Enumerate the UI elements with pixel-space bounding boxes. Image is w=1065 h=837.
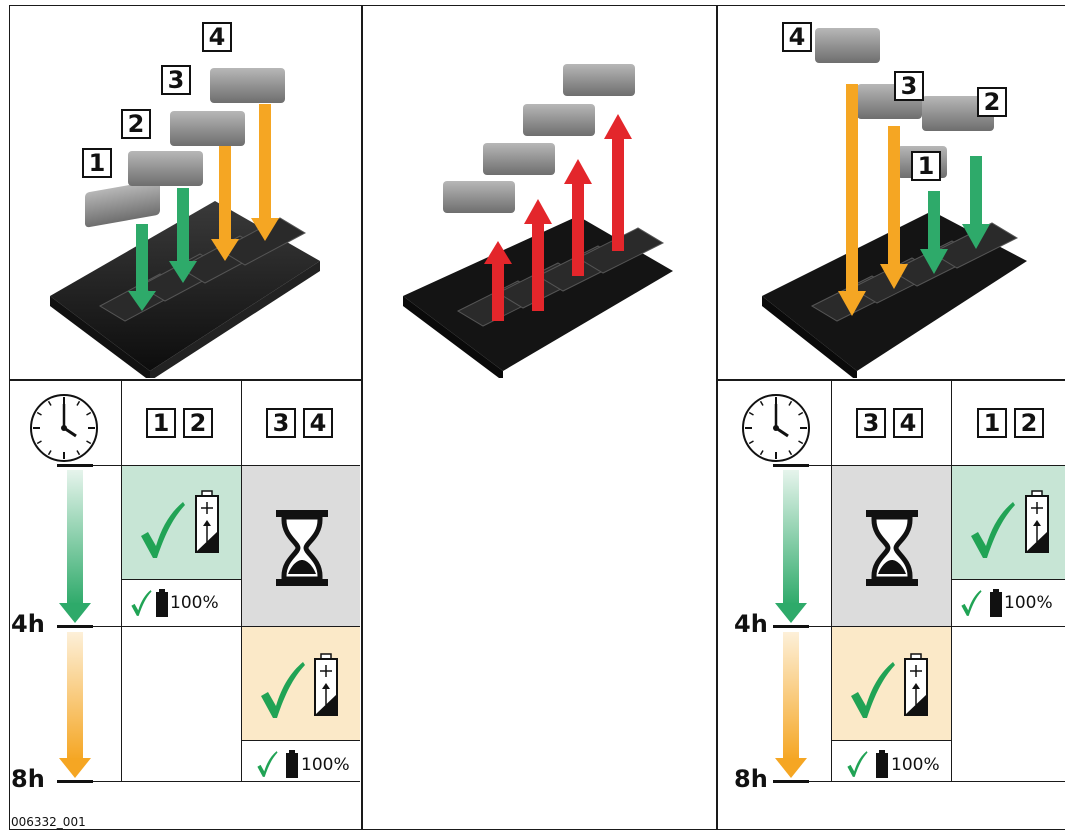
battery-label-1: 1 [82, 148, 112, 178]
slot-label-2: 2 [1014, 408, 1044, 438]
full-charge-label: 100% [301, 755, 350, 775]
figure-id: 006332_001 [11, 815, 86, 829]
battery-label-3: 3 [161, 65, 191, 95]
check-icon [131, 590, 152, 616]
battery-full-icon [156, 589, 168, 617]
battery-2 [128, 151, 203, 186]
battery-full-icon [876, 750, 888, 778]
slot-label-3: 3 [856, 408, 886, 438]
left-table-row-bot [84, 781, 360, 782]
cell-divider [122, 579, 242, 580]
full-charge-label: 100% [170, 593, 219, 613]
check-icon [847, 751, 868, 777]
battery-charging-icon [904, 653, 928, 716]
charging-cell-beige [832, 627, 951, 740]
check-icon [141, 502, 185, 558]
full-charge-label: 100% [1004, 593, 1053, 613]
timeline-arrows [57, 464, 93, 783]
check-icon [971, 502, 1015, 558]
time-mark-8h: 8h [11, 765, 45, 793]
divider-right-horizontal [716, 379, 1065, 381]
time-mark-4h: 4h [11, 610, 45, 638]
hourglass-icon [866, 510, 918, 586]
charging-cell-beige [242, 627, 360, 740]
slot-label-3: 3 [266, 408, 296, 438]
time-mark-4h: 4h [734, 610, 768, 638]
left-table-row-mid [84, 626, 360, 627]
battery-label-1: 1 [911, 151, 941, 181]
divider-left-horizontal [9, 379, 362, 381]
right-table-col1 [831, 380, 832, 781]
battery-3 [170, 111, 245, 146]
left-table-row-top [84, 465, 360, 466]
full-charge-label: 100% [891, 755, 940, 775]
timeline-arrows [773, 464, 809, 783]
time-mark-8h: 8h [734, 765, 768, 793]
hourglass-icon [276, 510, 328, 586]
battery-charging-icon [1025, 490, 1049, 553]
left-table-col1 [121, 380, 122, 781]
battery-charging-icon [314, 653, 338, 716]
battery-label-3: 3 [894, 71, 924, 101]
battery-label-4: 4 [782, 22, 812, 52]
divider-left-middle [361, 5, 363, 830]
battery-charging-icon [195, 490, 219, 553]
charger-illustration-middle [403, 64, 673, 378]
battery-label-4: 4 [202, 22, 232, 52]
clock-icon [30, 394, 98, 462]
right-table-col2 [951, 380, 952, 781]
battery-label-2: 2 [977, 87, 1007, 117]
slot-label-1: 1 [977, 408, 1007, 438]
clock-icon [742, 394, 810, 462]
check-icon [961, 590, 982, 616]
battery-label-2: 2 [121, 109, 151, 139]
slot-label-4: 4 [303, 408, 333, 438]
battery-full-icon [990, 589, 1002, 617]
check-icon [257, 751, 278, 777]
charger-illustration-left [50, 68, 320, 378]
charger-illustration-right [762, 28, 1027, 378]
cell-divider [242, 740, 360, 741]
charging-cell-green [122, 466, 241, 579]
cell-divider [952, 579, 1065, 580]
battery-full-icon [286, 750, 298, 778]
slot-label-1: 1 [146, 408, 176, 438]
check-icon [261, 662, 305, 718]
battery-1 [85, 180, 160, 228]
outer-frame [9, 5, 1065, 830]
right-table-row-mid [808, 626, 1065, 627]
battery-4 [210, 68, 285, 103]
left-table-col2 [241, 380, 242, 781]
right-table-row-bot [808, 781, 1065, 782]
cell-divider [832, 740, 952, 741]
slot-label-2: 2 [183, 408, 213, 438]
divider-middle-right [716, 5, 718, 830]
slot-label-4: 4 [893, 408, 923, 438]
check-icon [851, 662, 895, 718]
right-table-row-top [808, 465, 1065, 466]
